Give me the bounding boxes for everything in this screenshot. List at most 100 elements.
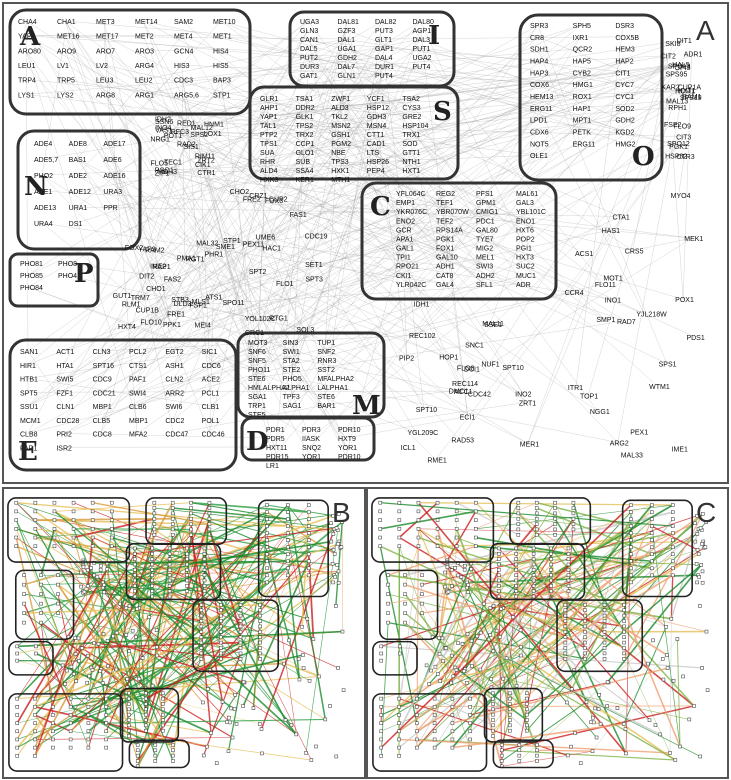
gene-node: [571, 527, 576, 532]
regulatory-edge: [309, 39, 685, 448]
gene-node: [397, 721, 401, 725]
gene-label: PUT3: [375, 28, 393, 35]
expression-edge: [23, 603, 72, 708]
gene-node: [531, 546, 536, 551]
expression-edge: [501, 701, 587, 762]
gene-label: PTP2: [260, 132, 278, 139]
gene-label: SUC2: [516, 264, 535, 271]
gene-label: COX5B: [615, 35, 639, 42]
gene-node: [258, 613, 262, 618]
regulatory-edge: [142, 38, 421, 95]
gene-node: [475, 634, 479, 639]
regulatory-edge: [374, 115, 485, 275]
gene-node: [378, 509, 383, 514]
expression-edge: [630, 518, 653, 569]
expression-edge: [335, 521, 343, 606]
gene-node: [470, 664, 474, 668]
expression-edge: [34, 714, 54, 740]
regulatory-edge: [158, 138, 633, 251]
regulatory-edge: [136, 95, 624, 434]
regulatory-edge: [27, 106, 340, 407]
expression-edge: [128, 708, 146, 716]
gene-label: PFS1: [476, 191, 494, 198]
gene-node: [92, 573, 96, 578]
gene-node: [39, 611, 43, 615]
gene-label: HIS4: [213, 48, 229, 55]
gene-label: SPT16: [93, 363, 115, 370]
gene-node: [583, 640, 587, 645]
gene-node: [605, 704, 609, 708]
regulatory-edge: [303, 97, 445, 230]
gene-label: FAS1: [290, 212, 307, 219]
gene-label: AHP1: [260, 105, 278, 112]
gene-node: [497, 552, 501, 556]
expression-edge: [498, 591, 503, 761]
regulatory-edge: [100, 301, 231, 365]
gene-node: [133, 589, 137, 593]
gene-label: ARO9: [57, 48, 76, 55]
regulatory-edge: [673, 155, 685, 156]
gene-node: [534, 527, 539, 532]
gene-node: [415, 737, 419, 742]
gene-node: [420, 601, 424, 606]
gene-node: [497, 562, 501, 567]
gene-node: [650, 573, 654, 578]
gene-node: [207, 506, 212, 510]
gene-label: TRM7: [131, 295, 150, 302]
gene-node: [650, 531, 654, 535]
regulatory-edge: [267, 65, 421, 126]
cluster-box: [8, 693, 124, 772]
gene-node: [238, 624, 243, 629]
gene-node: [650, 559, 654, 564]
gene-node: [306, 566, 311, 571]
expression-edge: [208, 529, 261, 659]
gene-label: MET1: [213, 34, 232, 41]
gene-node: [549, 546, 553, 551]
gene-node: [301, 666, 306, 670]
expression-edge: [418, 536, 625, 606]
expression-edge: [62, 574, 188, 666]
gene-node: [525, 696, 529, 701]
gene-label: PGK1: [436, 236, 455, 243]
gene-node: [56, 601, 60, 606]
gene-node: [650, 524, 654, 528]
expression-edge: [87, 585, 205, 592]
gene-node: [51, 745, 55, 750]
gene-node: [602, 608, 607, 612]
gene-label: ADE1: [34, 189, 52, 196]
regulatory-edge: [175, 313, 326, 361]
gene-label: CDC42: [468, 391, 491, 398]
gene-node: [207, 511, 212, 516]
cluster-s-box: [248, 85, 460, 181]
gene-node: [531, 568, 536, 572]
expression-edge: [87, 534, 155, 748]
gene-node: [207, 500, 212, 505]
gene-label: SWI6: [165, 404, 182, 411]
gene-label: CDC46: [202, 432, 225, 439]
gene-node: [109, 527, 114, 531]
gene-node: [501, 676, 506, 681]
expression-edge: [252, 519, 268, 709]
gene-label: MCM1: [20, 418, 41, 425]
gene-label: MPT1: [573, 118, 592, 125]
gene-node: [386, 601, 390, 606]
regulatory-edge: [25, 20, 154, 250]
gene-node: [660, 657, 665, 661]
gene-label: GDH2: [615, 118, 635, 125]
regulatory-edge: [339, 63, 681, 153]
gene-node: [63, 682, 68, 686]
gene-label: GAL3: [516, 200, 534, 207]
gene-node: [704, 629, 709, 634]
expression-edge: [16, 502, 205, 565]
gene-node: [202, 562, 207, 567]
expression-edge: [70, 525, 309, 716]
gene-label: CHO2: [230, 189, 250, 196]
expression-edge: [172, 507, 288, 520]
gene-node: [435, 535, 440, 540]
regulatory-edge: [345, 65, 539, 85]
gene-node: [415, 729, 419, 734]
gene-node: [437, 652, 442, 656]
expression-edge: [464, 603, 485, 670]
regulatory-edge: [403, 265, 613, 300]
gene-node: [105, 639, 110, 643]
